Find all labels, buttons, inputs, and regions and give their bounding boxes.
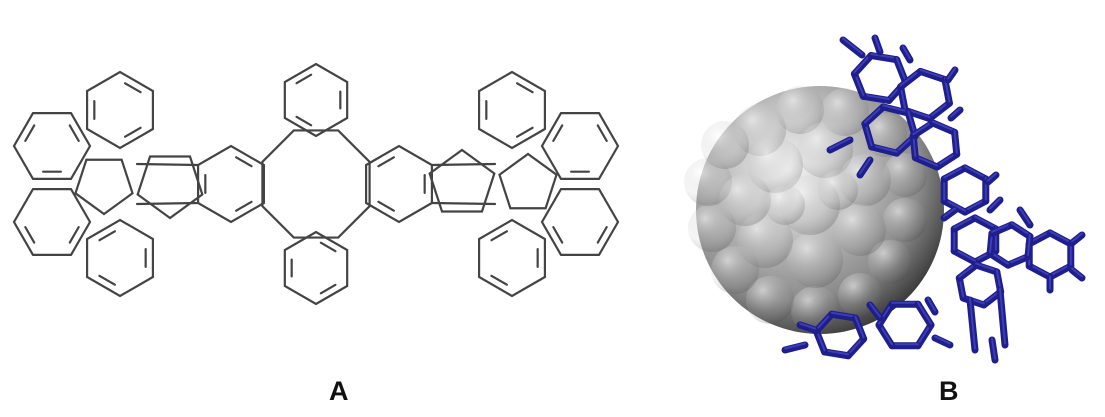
bond-left-top-link [135, 162, 200, 167]
sphere-atom-10 [746, 276, 794, 324]
bond-left-bottom-link [135, 201, 200, 206]
stick-bond [839, 36, 866, 59]
sphere-atom-14 [701, 121, 749, 169]
stick-bond [950, 247, 979, 266]
stick-bond [986, 196, 1004, 214]
sphere-atom-20 [737, 212, 793, 268]
stick-bond [821, 348, 852, 360]
stick-bond [879, 103, 912, 117]
stick-bond [929, 119, 959, 136]
sphere-atom-24 [818, 170, 858, 210]
sphere-atom-19 [787, 232, 843, 288]
stick-bond [961, 164, 990, 183]
stick-bond [844, 335, 868, 360]
sphere-atom-5 [883, 153, 927, 197]
sphere-atom-16 [797, 122, 853, 178]
stick-bond [861, 103, 887, 128]
stick-bond [911, 154, 941, 171]
stick-bond [828, 310, 859, 322]
stick-bond [955, 261, 980, 282]
stick-model [781, 34, 1086, 364]
ring-right-pentagon [498, 152, 558, 210]
molecular-model-rendering [684, 34, 1086, 364]
sphere-atom-15 [747, 137, 803, 193]
sphere-atom-6 [883, 198, 927, 242]
stick-bond [950, 214, 979, 233]
ring-left-outer-lower [12, 187, 92, 257]
sphere-atom-12 [688, 204, 736, 252]
sphere-atom-18 [834, 204, 886, 256]
stick-bond [916, 67, 949, 84]
ring-left-pentagon [74, 158, 134, 216]
stick-bond [986, 250, 1012, 269]
stick-bond [1068, 266, 1086, 282]
ring-bottom-benzo [283, 230, 349, 306]
ring-central-octagon [261, 129, 371, 239]
stick-bond [859, 92, 893, 104]
ring-left-benzo [196, 144, 266, 224]
stick-bond [897, 67, 924, 91]
ring-left-top [85, 70, 155, 150]
stick-bond [781, 341, 809, 354]
stick-bond [1025, 262, 1054, 281]
sphere-atom-2 [776, 86, 824, 134]
stick-bond [926, 99, 953, 123]
stick-bond [931, 334, 954, 349]
stick-bond [961, 197, 990, 216]
ring-right-outer-lower [540, 187, 620, 257]
stick-bond [940, 164, 969, 183]
stick-bond [1046, 262, 1075, 281]
stick-bond [972, 261, 1001, 276]
sphere-atom-21 [719, 174, 771, 226]
stick-bond [1068, 231, 1086, 247]
ring-right-outer [540, 111, 620, 181]
bond-right-top-link [430, 162, 497, 167]
bond-right-bottom-link [430, 201, 497, 206]
stick-bond [971, 214, 1000, 233]
ring-right-top [477, 70, 547, 150]
stick-bond [867, 52, 901, 64]
ring-right-benzo [364, 144, 434, 224]
stick-bond [940, 206, 959, 222]
structural-formula-diagram [12, 62, 620, 306]
stick-bond [947, 106, 964, 122]
stick-bond [796, 321, 819, 334]
stick-bond [826, 136, 854, 154]
ring-right-bottom [477, 218, 547, 298]
panel-label-a: A [329, 376, 349, 406]
stick-bond [1004, 253, 1032, 269]
ring-left-outer [12, 111, 92, 181]
stick-bond [909, 119, 937, 140]
stick-bond [868, 143, 901, 157]
panel-label-b: B [939, 376, 959, 406]
stick-bond [988, 221, 1016, 237]
ring-right-five-membered [428, 148, 496, 213]
stick-bond [1046, 229, 1075, 248]
space-filling-sphere [684, 86, 944, 334]
stick-bond [933, 150, 961, 171]
stick-bond [850, 52, 875, 78]
ring-top-benzo [283, 62, 349, 138]
stick-bond [1008, 221, 1034, 240]
stick-bond [812, 310, 836, 335]
ring-left-five-membered [136, 155, 204, 220]
stick-bond [984, 171, 1000, 186]
ring-left-bottom [85, 218, 155, 298]
sphere-atom-7 [868, 240, 912, 284]
sphere-atom-23 [765, 185, 805, 225]
